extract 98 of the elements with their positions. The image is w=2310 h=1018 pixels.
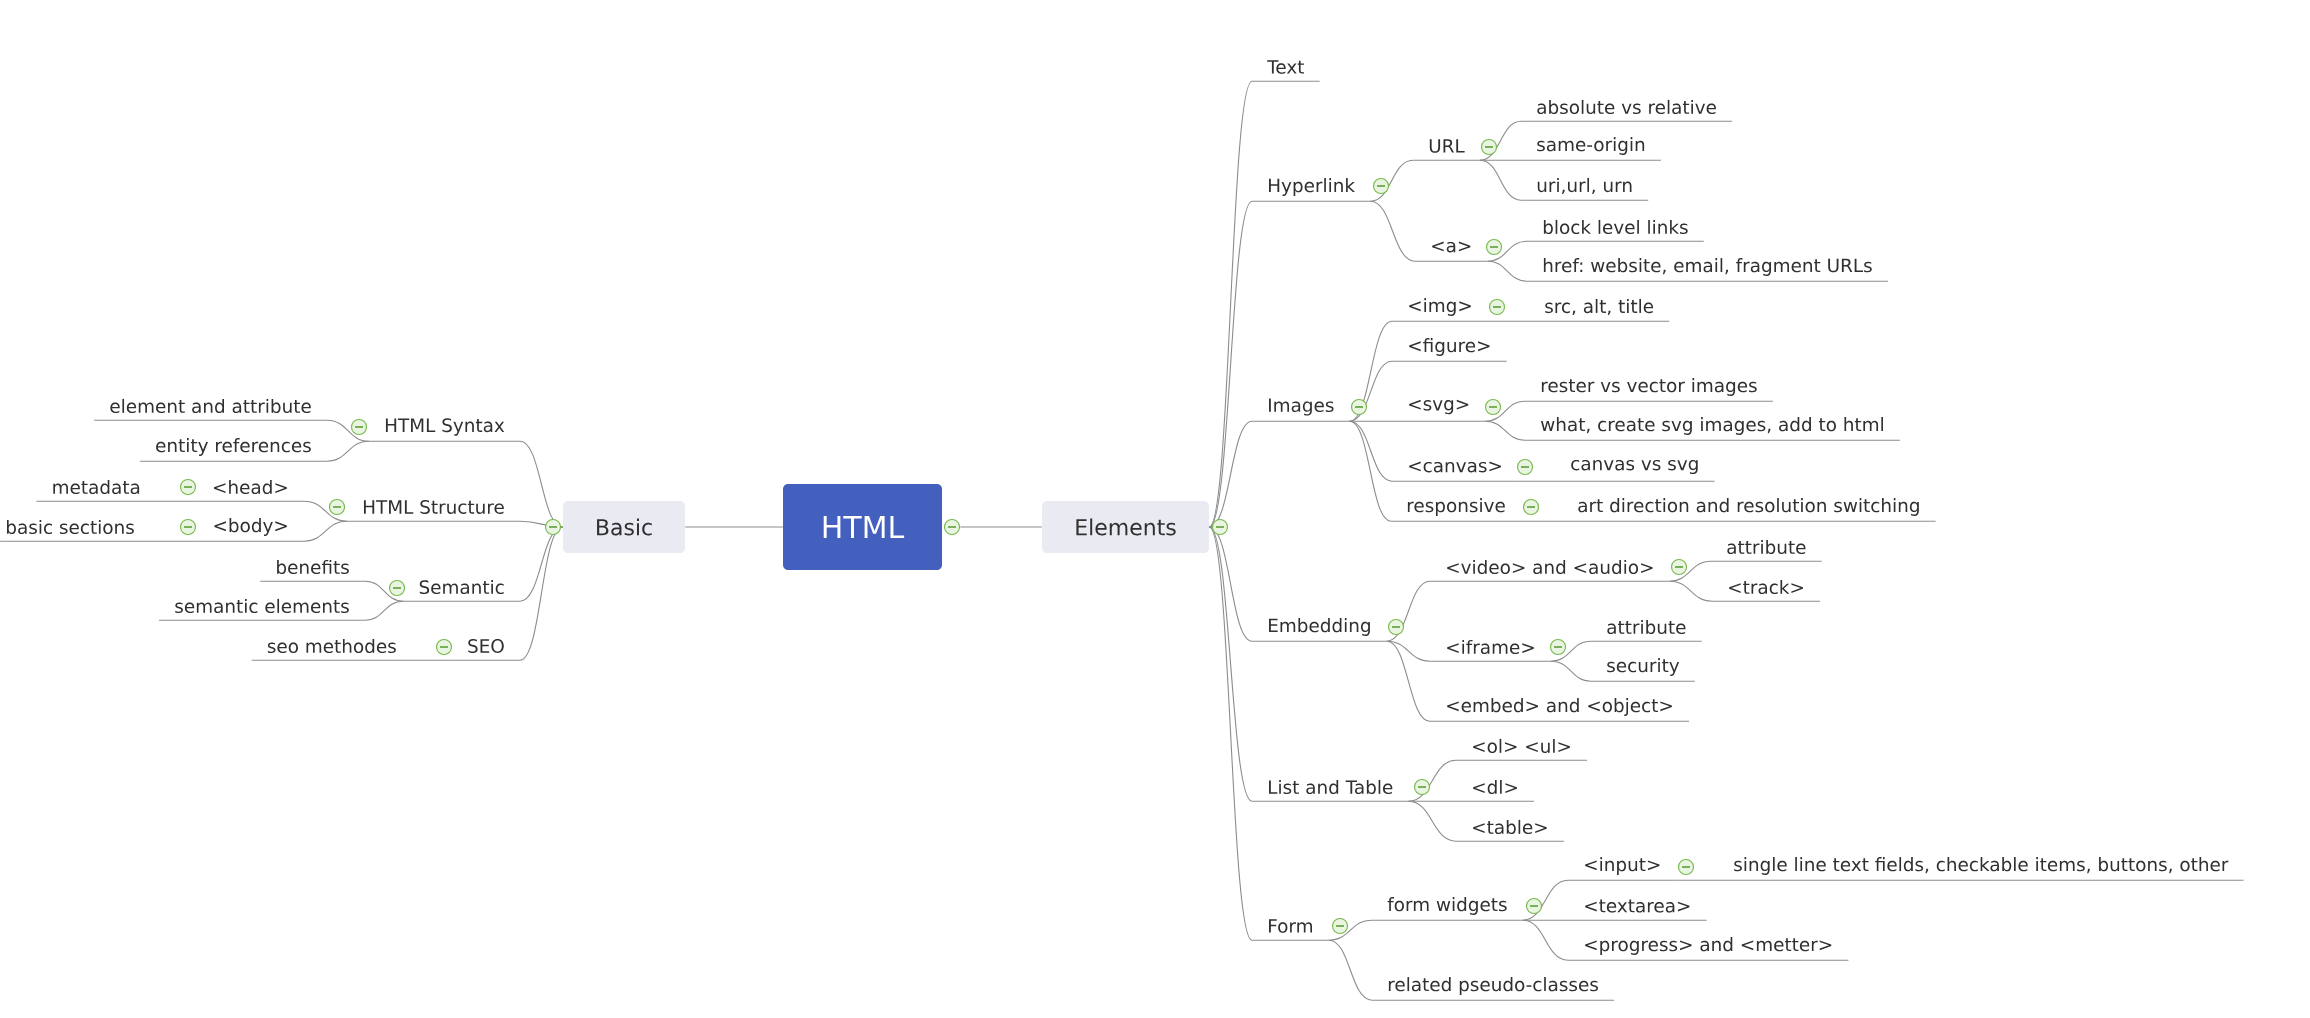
connector-line [1487, 240, 1528, 262]
connector-line [1386, 580, 1431, 642]
connector-line [155, 500, 198, 502]
topic-box: Elements [1042, 501, 1209, 553]
topic-label: block level links [1526, 219, 1705, 242]
topic-box: Basic [563, 501, 685, 553]
connector-line [1208, 526, 1253, 941]
topic-label: same-origin [1520, 137, 1662, 161]
topic-label: security [1590, 658, 1696, 682]
connector-line [364, 580, 404, 602]
connector-line [1669, 580, 1713, 602]
connector-line [1522, 919, 1569, 961]
connector-line [1517, 480, 1556, 482]
topic-label: <a> [1414, 241, 1489, 262]
connector-line [1208, 420, 1253, 528]
topic-label: absolute vs relative [1520, 99, 1733, 122]
topic-label: entity references [139, 438, 328, 462]
topic-label: <track> [1711, 579, 1821, 602]
connector-line [519, 526, 564, 661]
connector-line [1484, 400, 1526, 422]
topic-label: canvas vs svg [1554, 459, 1716, 482]
connector-line [1208, 526, 1253, 802]
connector-line [364, 600, 404, 621]
connector-line [303, 520, 348, 542]
topic-label: <dl> [1455, 779, 1535, 802]
topic-label: Form [1251, 919, 1330, 941]
connector-line [1550, 640, 1592, 662]
topic-label: href: website, email, fragment URLs [1526, 258, 1889, 282]
connector-line [1386, 640, 1431, 722]
topic-label: <table> [1455, 819, 1565, 842]
topic-label: benefits [259, 559, 366, 582]
topic-label: <textarea> [1567, 899, 1708, 921]
connector-line [1328, 939, 1373, 1001]
topic-label: Text [1251, 60, 1321, 82]
connector-line [1208, 200, 1253, 528]
topic-label: Embedding [1251, 618, 1388, 642]
connector-line [1208, 80, 1253, 528]
connector-line [1550, 660, 1592, 682]
topic-label: related pseudo-classes [1371, 977, 1615, 1001]
connector-line [1487, 260, 1528, 282]
topic-label: Semantic [402, 579, 521, 602]
topic-label: single line text fields, checkable items, buttons, other [1717, 857, 2245, 881]
topic-label: attribute [1590, 619, 1703, 642]
topic-label: element and attribute [93, 398, 328, 421]
topic-label: <progress> and <metter> [1567, 937, 1849, 961]
topic-label: <head> [196, 479, 305, 502]
root-box: HTML [783, 484, 942, 570]
connector-line [411, 659, 453, 661]
connector-line [1676, 879, 1719, 881]
topic-label: uri,url, urn [1520, 177, 1649, 201]
connector-line [684, 526, 784, 528]
topic-label: <iframe> [1429, 639, 1552, 662]
connector-line [1369, 200, 1416, 262]
topic-label: semantic elements [158, 598, 366, 621]
connector-line [959, 526, 1043, 528]
topic-label: <video> and <audio> [1429, 559, 1671, 582]
topic-label: form widgets [1371, 897, 1524, 921]
connector-line [1484, 420, 1526, 441]
connector-line [326, 440, 370, 462]
topic-label: metadata [35, 479, 157, 502]
connector-line [1479, 159, 1522, 201]
connector-line [1407, 800, 1457, 842]
connector-line [303, 500, 348, 522]
topic-label: List and Table [1251, 779, 1410, 802]
topic-label: attribute [1710, 539, 1823, 562]
topic-label: HTML Structure [346, 500, 521, 522]
topic-label: URL [1412, 139, 1481, 161]
connector-line [1487, 320, 1530, 322]
topic-label: <svg> [1391, 399, 1486, 422]
connector-line [1349, 420, 1392, 522]
connector-line [1328, 919, 1373, 941]
topic-label: <embed> and <object> [1429, 698, 1690, 722]
topic-label: SEO [451, 639, 521, 661]
topic-label: what, create svg images, add to html [1524, 417, 1901, 441]
topic-label: basic sections [0, 519, 141, 542]
connector-line [1349, 360, 1393, 422]
topic-label: Images [1251, 398, 1351, 422]
topic-label: seo methodes [251, 638, 413, 661]
topic-label: HTML Syntax [368, 418, 521, 442]
topic-label: responsive [1390, 498, 1522, 522]
connector-line [1669, 560, 1712, 582]
topic-label: <ol> <ul> [1455, 738, 1588, 761]
connector-line [139, 540, 198, 542]
topic-label: <figure> [1391, 338, 1508, 362]
connector-line [1522, 879, 1569, 921]
topic-label: src, alt, title [1528, 298, 1670, 322]
topic-label: art direction and resolution switching [1561, 498, 1937, 522]
connector-line [1369, 159, 1414, 202]
topic-label: Hyperlink [1251, 178, 1371, 202]
connector-line [1520, 520, 1563, 522]
connector-line [326, 419, 370, 442]
topic-label: <input> [1567, 857, 1678, 881]
connector-line [1479, 120, 1522, 161]
topic-label: <img> [1391, 298, 1489, 322]
topic-label: <body> [196, 518, 305, 542]
topic-label: <canvas> [1391, 461, 1519, 482]
connector-line [1407, 759, 1457, 802]
topic-label: rester vs vector images [1524, 378, 1774, 402]
